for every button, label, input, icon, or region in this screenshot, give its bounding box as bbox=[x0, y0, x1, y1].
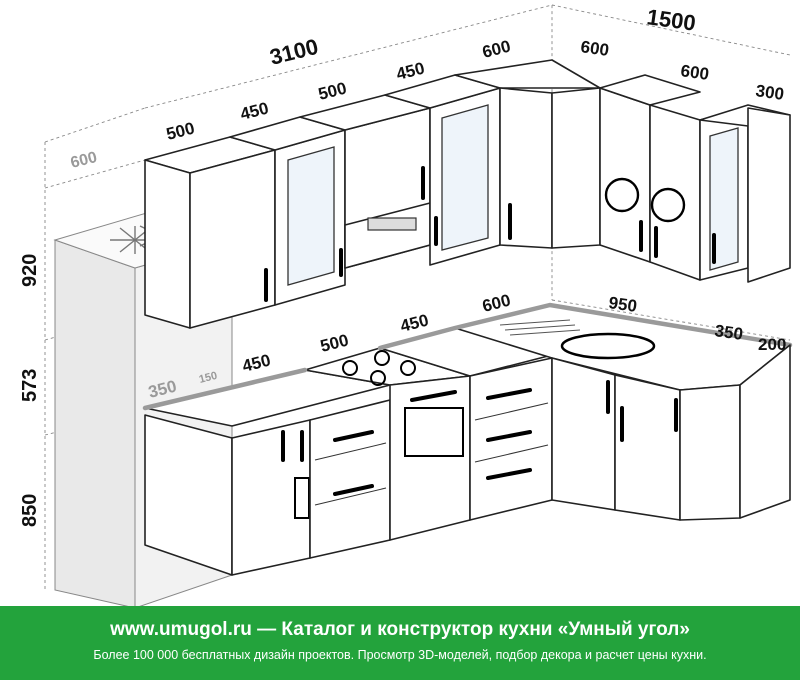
bottle-icon bbox=[294, 477, 310, 519]
lower-cabinets-right bbox=[551, 344, 791, 521]
dim-lower-4: 500 bbox=[318, 331, 350, 356]
sink bbox=[560, 332, 656, 360]
dim-upper-1: 500 bbox=[164, 119, 196, 144]
dim-upper-left-depth: 600 bbox=[69, 149, 99, 172]
dim-height-middle: 573 bbox=[19, 369, 41, 402]
kitchen-drawing: 3100 1500 600 500 450 500 450 600 600 60… bbox=[19, 4, 793, 606]
footer-subtitle: Более 100 000 бесплатных дизайн проектов… bbox=[93, 648, 707, 662]
dim-lower-2: 150 bbox=[198, 370, 219, 386]
dim-upper-3: 500 bbox=[316, 79, 348, 104]
dim-total-right: 1500 bbox=[645, 4, 697, 36]
footer-title[interactable]: www.umugol.ru — Каталог и конструктор ку… bbox=[110, 619, 690, 640]
lower-cabinets-left bbox=[144, 357, 553, 576]
dim-upper-right-2: 600 bbox=[679, 61, 710, 84]
dim-upper-4: 450 bbox=[394, 59, 426, 84]
upper-cabinets-right bbox=[599, 74, 791, 283]
dim-height-upper: 920 bbox=[19, 254, 41, 287]
dim-lower-right-1: 950 bbox=[607, 293, 638, 316]
dim-lower-right-3: 200 bbox=[758, 335, 786, 354]
dim-lower-3: 450 bbox=[240, 351, 272, 376]
upper-cabinets-left bbox=[144, 74, 501, 329]
range-hood bbox=[367, 217, 417, 231]
footer-banner: www.umugol.ru — Каталог и конструктор ку… bbox=[0, 606, 800, 680]
dim-upper-right-1: 600 bbox=[579, 37, 610, 60]
dim-lower-6: 600 bbox=[480, 291, 512, 316]
cutlery-icon bbox=[650, 187, 686, 223]
dim-height-lower: 850 bbox=[19, 494, 41, 527]
dim-lower-right-2: 350 bbox=[713, 321, 744, 344]
dim-upper-right-3: 300 bbox=[754, 81, 785, 104]
upper-cabinet-corner bbox=[454, 59, 601, 249]
dim-lower-5: 450 bbox=[398, 311, 430, 336]
oven bbox=[404, 407, 464, 457]
cutlery-icon bbox=[604, 177, 640, 213]
countertop-outline bbox=[142, 302, 793, 427]
dimension-labels: 3100 1500 600 500 450 500 450 600 600 60… bbox=[19, 4, 786, 527]
dim-upper-5: 600 bbox=[480, 37, 512, 62]
hob bbox=[342, 350, 416, 386]
dim-total-left: 3100 bbox=[267, 34, 321, 70]
dim-upper-2: 450 bbox=[238, 99, 270, 124]
